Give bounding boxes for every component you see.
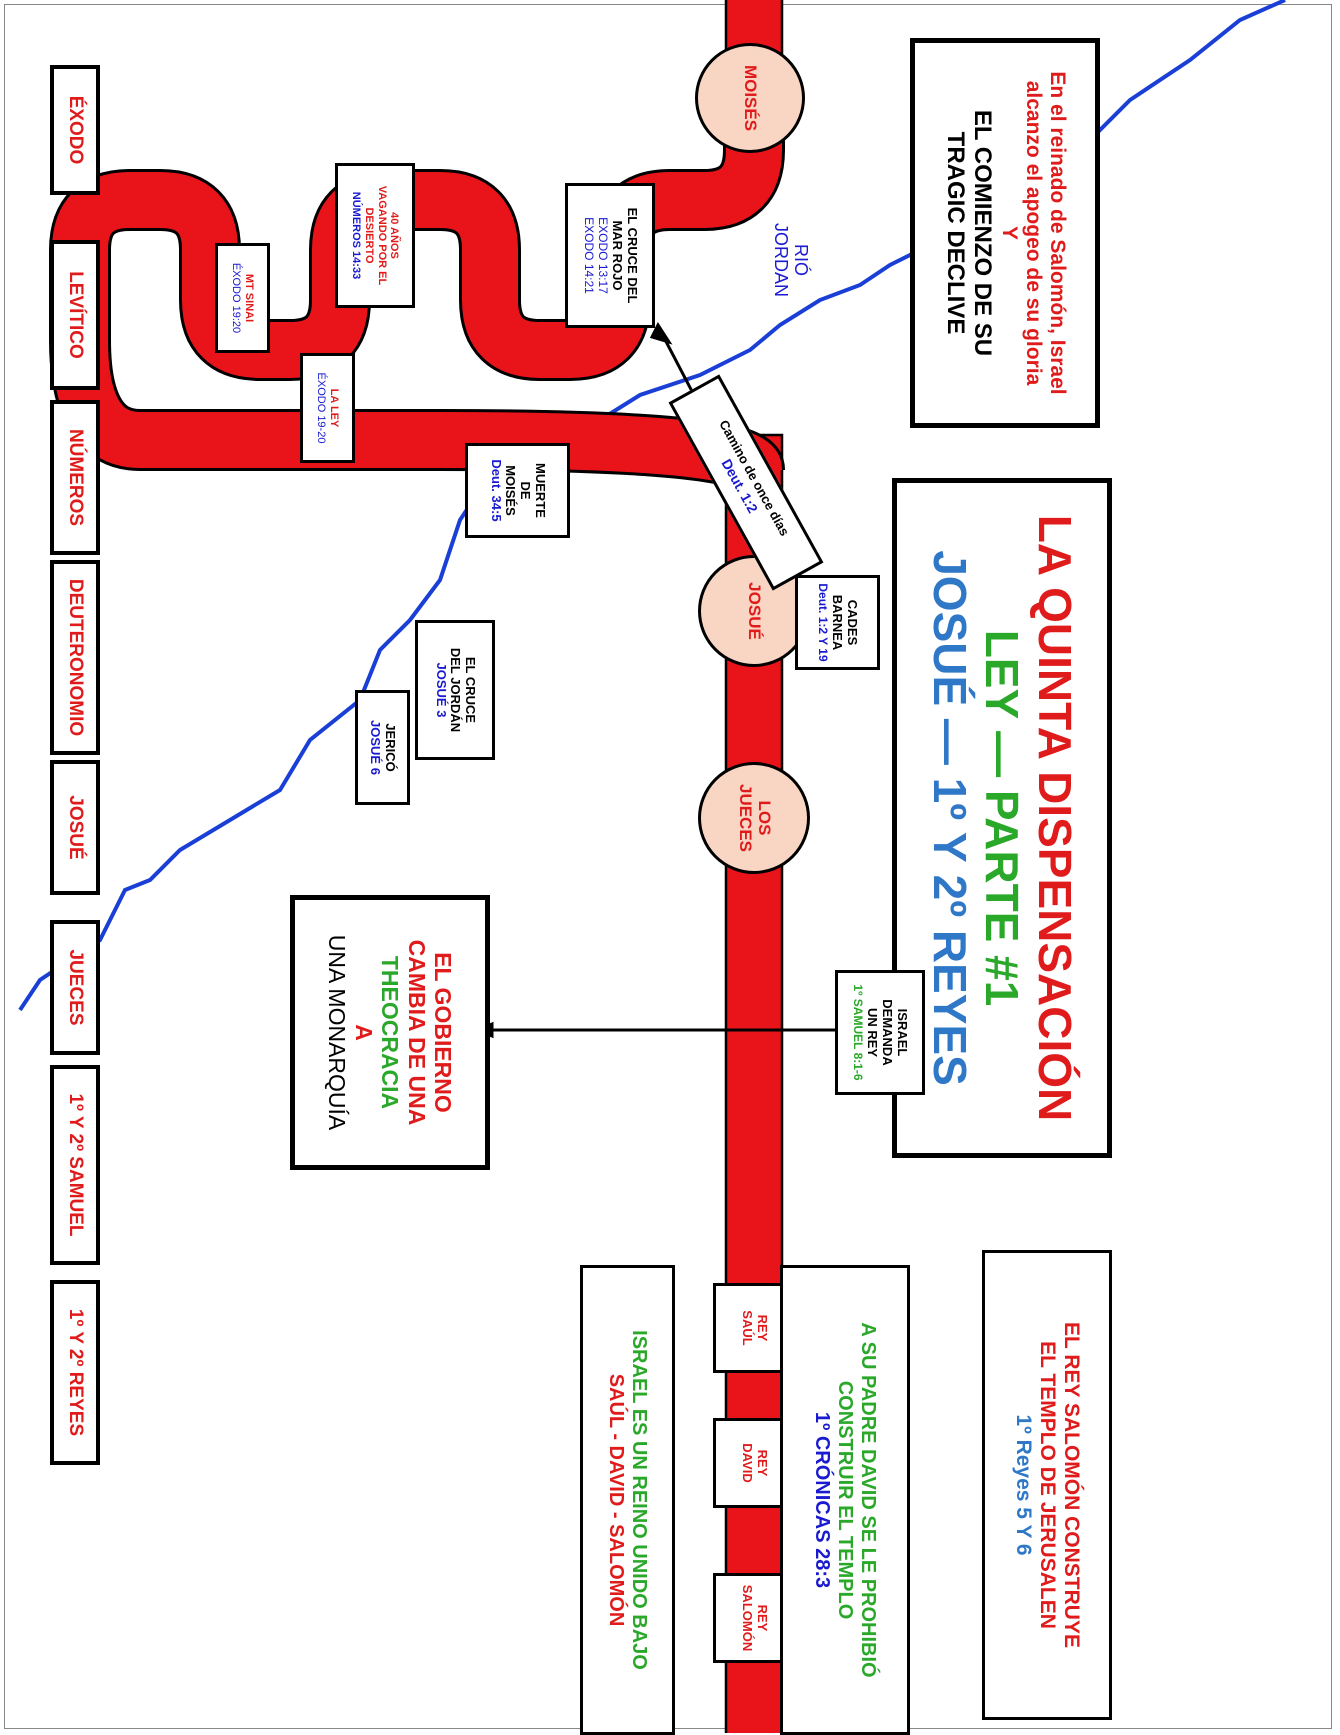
title-line-3: JOSUÉ — 1º Y 2º REYES — [923, 550, 976, 1086]
jordan-cross-box: EL CRUCE DEL JORDÁN JOSUÉ 3 — [415, 620, 495, 760]
river-label: RIÓ JORDAN — [770, 215, 811, 305]
gobierno-line-1: EL GOBIERNO — [430, 952, 457, 1113]
desierto-line-3: DESIERTO — [363, 207, 375, 264]
reino-unido-line-1: ISRAEL ES UN REINO UNIDO BAJO — [628, 1330, 651, 1670]
king-saul-line-2: SAÚL — [740, 1310, 755, 1346]
gobierno-box: EL GOBIERNO CAMBIA DE UNA THEOCRACIA A U… — [290, 895, 490, 1170]
book-exodo-label: ÉXODO — [65, 95, 87, 165]
book-levitico-label: LEVÍTICO — [65, 271, 87, 359]
king-salomon-line-2: SALOMÓN — [740, 1584, 755, 1652]
sinai-line-1: MT SINAI — [243, 273, 256, 323]
king-david-line-2: DAVID — [740, 1443, 755, 1483]
jordan-ref: JOSUÉ 3 — [433, 662, 449, 718]
ley-line-1: LA LEY — [328, 388, 341, 428]
salomon-line-1: En el reinado de Salomón, Israel — [1045, 71, 1069, 395]
title-box: LA QUINTA DISPENSACIÓN LEY — PARTE #1 JO… — [892, 478, 1112, 1158]
demanda-line-3: UN REY — [865, 1007, 881, 1058]
muerte-line-3: MOISÉS — [503, 465, 519, 516]
templo-prohibido-line-2: CONSTRUIR EL TEMPLO — [834, 1380, 857, 1620]
book-reyes-label: 1º Y 2º REYES — [65, 1308, 87, 1437]
title-line-1: LA QUINTA DISPENSACIÓN — [1029, 514, 1082, 1122]
book-numeros-label: NÚMEROS — [65, 428, 87, 527]
templo-construye-ref: 1º Reyes 5 Y 6 — [1011, 1414, 1035, 1556]
reino-unido-box: ISRAEL ES UN REINO UNIDO BAJO SAÚL - DAV… — [580, 1265, 675, 1735]
book-josue: JOSUÉ — [50, 760, 100, 895]
demanda-line-2: DEMANDA — [880, 999, 896, 1066]
jueces-label-1: LOS — [754, 800, 774, 836]
cades-ref: Deut. 1:2 Y 19 — [816, 583, 831, 662]
demanda-line-1: ISRAEL — [895, 1008, 911, 1057]
king-david-line-1: REY — [754, 1449, 770, 1477]
book-samuel: 1º Y 2º SAMUEL — [50, 1065, 100, 1265]
desierto-line-1: 40 AÑOS — [388, 212, 401, 259]
jerico-line-1: JERICÓ — [383, 723, 399, 772]
jordan-line-2: DEL JORDÁN — [448, 647, 464, 733]
gobierno-line-5: UNA MONARQUÍA — [324, 934, 351, 1131]
river-label-line-2: JORDAN — [771, 222, 792, 297]
muerte-box: MUERTE DE MOISÉS Deut. 34:5 — [465, 443, 570, 538]
ley-box: LA LEY ÉXODO 19-20 — [300, 353, 355, 463]
sinai-ref: ÉXODO 19:20 — [230, 262, 243, 334]
templo-construye-line-2: EL TEMPLO DE JERUSALEN — [1036, 1341, 1060, 1629]
reino-unido-line-2: SAÚL - DAVID - SALOMÓN — [605, 1373, 628, 1627]
templo-prohibido-box: A SU PADRE DAVID SE LE PROHIBIÓ CONSTRUI… — [780, 1265, 910, 1735]
jueces-label-2: JUECES — [736, 783, 755, 853]
salomon-line-2: alcanzo el apogeo de su gloria — [1021, 80, 1045, 386]
templo-construye-box: EL REY SALOMÓN CONSTRUYE EL TEMPLO DE JE… — [982, 1250, 1112, 1720]
mar-rojo-ref-1: EXODO 13:17 — [595, 217, 610, 294]
gobierno-line-2: CAMBIA DE UNA — [403, 939, 430, 1126]
book-exodo: ÉXODO — [50, 65, 100, 195]
demanda-box: ISRAEL DEMANDA UN REY 1º SAMUEL 8:1-6 — [835, 970, 925, 1095]
sinai-box: MT SINAI ÉXODO 19:20 — [215, 243, 270, 353]
book-deuteronomio-label: DEUTERONOMIO — [65, 578, 87, 737]
desierto-ref: NÚMEROS 14:33 — [350, 191, 363, 280]
book-levitico: LEVÍTICO — [50, 240, 100, 390]
salomon-line-5: TRAGIC DECLIVE — [941, 131, 969, 335]
demanda-ref: 1º SAMUEL 8:1-6 — [851, 984, 866, 1081]
mar-rojo-box: EL CRUCE DEL MAR ROJO EXODO 13:17 EXODO … — [565, 183, 655, 328]
muerte-ref: Deut. 34:5 — [488, 459, 504, 522]
cades-line-1: CADES — [845, 599, 861, 646]
ley-ref: ÉXODO 19-20 — [315, 372, 328, 444]
templo-prohibido-line-1: A SU PADRE DAVID SE LE PROHIBIÓ — [857, 1322, 880, 1678]
mar-rojo-line-1: EL CRUCE DEL — [624, 207, 640, 304]
cades-box: CADES BARNEA Deut. 1:2 Y 19 — [795, 575, 880, 670]
gobierno-line-3: THEOCRACIA — [377, 955, 404, 1110]
salomon-line-4: EL COMIENZO DE SU — [969, 109, 997, 357]
josue-label: JOSUÉ — [745, 582, 765, 640]
desierto-box: 40 AÑOS VAGANDO POR EL DESIERTO NÚMEROS … — [335, 163, 415, 308]
templo-prohibido-ref: 1º CRÓNICAS 28:3 — [811, 1411, 834, 1589]
jerico-ref: JOSUÉ 6 — [368, 720, 384, 775]
book-numeros: NÚMEROS — [50, 400, 100, 555]
muerte-line-2: DE — [518, 481, 534, 500]
moises-label: MOISÉS — [741, 64, 761, 132]
title-line-2: LEY — PARTE #1 — [976, 629, 1029, 1007]
moises-circle: MOISÉS — [695, 43, 805, 153]
jueces-circle: LOS JUECES — [698, 762, 810, 874]
book-samuel-label: 1º Y 2º SAMUEL — [65, 1093, 87, 1237]
king-salomon-line-1: REY — [754, 1604, 770, 1632]
templo-construye-line-1: EL REY SALOMÓN CONSTRUYE — [1060, 1322, 1084, 1648]
mar-rojo-ref-2: EXODO 14:21 — [582, 217, 597, 294]
mar-rojo-line-2: MAR ROJO — [609, 220, 625, 291]
cades-line-2: BARNEA — [830, 594, 846, 651]
desierto-line-2: VAGANDO POR EL — [375, 185, 388, 286]
salomon-summary-box: En el reinado de Salomón, Israel alcanzo… — [910, 38, 1100, 428]
muerte-line-1: MUERTE — [533, 463, 549, 518]
book-reyes: 1º Y 2º REYES — [50, 1280, 100, 1465]
river-label-line-1: RIÓ — [791, 243, 811, 276]
salomon-line-3: Y — [997, 225, 1021, 240]
jerico-box: JERICÓ JOSUÉ 6 — [355, 690, 410, 805]
book-josue-label: JOSUÉ — [65, 795, 87, 860]
book-jueces-label: JUECES — [65, 949, 87, 1026]
book-deuteronomio: DEUTERONOMIO — [50, 560, 100, 755]
book-jueces: JUECES — [50, 920, 100, 1055]
jordan-line-1: EL CRUCE — [463, 656, 479, 724]
king-saul-line-1: REY — [754, 1314, 770, 1342]
gobierno-line-4: A — [350, 1024, 377, 1041]
